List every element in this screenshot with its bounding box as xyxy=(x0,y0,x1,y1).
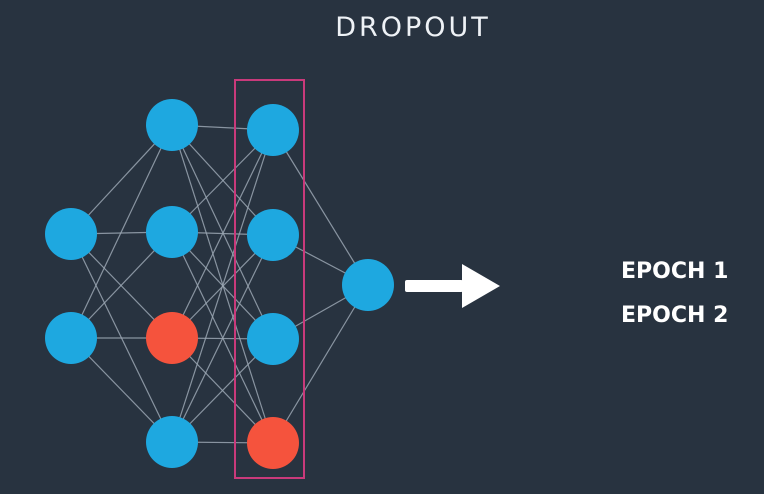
hidden-1-node-4 xyxy=(146,416,198,468)
slide-title: DROPOUT xyxy=(335,12,491,43)
output-node-1 xyxy=(342,259,394,311)
hidden-1-node-1 xyxy=(146,99,198,151)
epoch-list: EPOCH 1 EPOCH 2 xyxy=(621,250,728,338)
connection-hidden-2-1-to-output-1 xyxy=(272,129,369,286)
hidden-2-node-3 xyxy=(247,313,299,365)
connection-hidden-1-4-to-hidden-2-1 xyxy=(171,129,274,443)
highlighted-layer-box xyxy=(234,79,305,479)
hidden-2-node-1 xyxy=(247,104,299,156)
epoch-2-label: EPOCH 2 xyxy=(621,303,729,328)
hidden-1-node-3-dropped xyxy=(146,312,198,364)
input-node-1 xyxy=(45,208,97,260)
input-node-2 xyxy=(45,312,97,364)
right-arrow-icon xyxy=(405,264,500,308)
network-connections xyxy=(70,124,369,444)
hidden-2-node-4-dropped xyxy=(247,417,299,469)
connection-hidden-1-1-to-hidden-2-4 xyxy=(171,124,274,444)
hidden-1-node-2 xyxy=(146,206,198,258)
connection-hidden-1-1-to-hidden-2-3 xyxy=(171,124,274,340)
hidden-2-node-2 xyxy=(247,209,299,261)
network-nodes xyxy=(45,99,394,469)
connection-hidden-2-4-to-output-1 xyxy=(272,284,369,444)
connection-hidden-1-4-to-hidden-2-2 xyxy=(171,234,274,443)
epoch-1-label: EPOCH 1 xyxy=(621,259,729,284)
connection-hidden-1-3-to-hidden-2-1 xyxy=(171,129,274,339)
connection-input-2-to-hidden-1-1 xyxy=(70,124,173,339)
